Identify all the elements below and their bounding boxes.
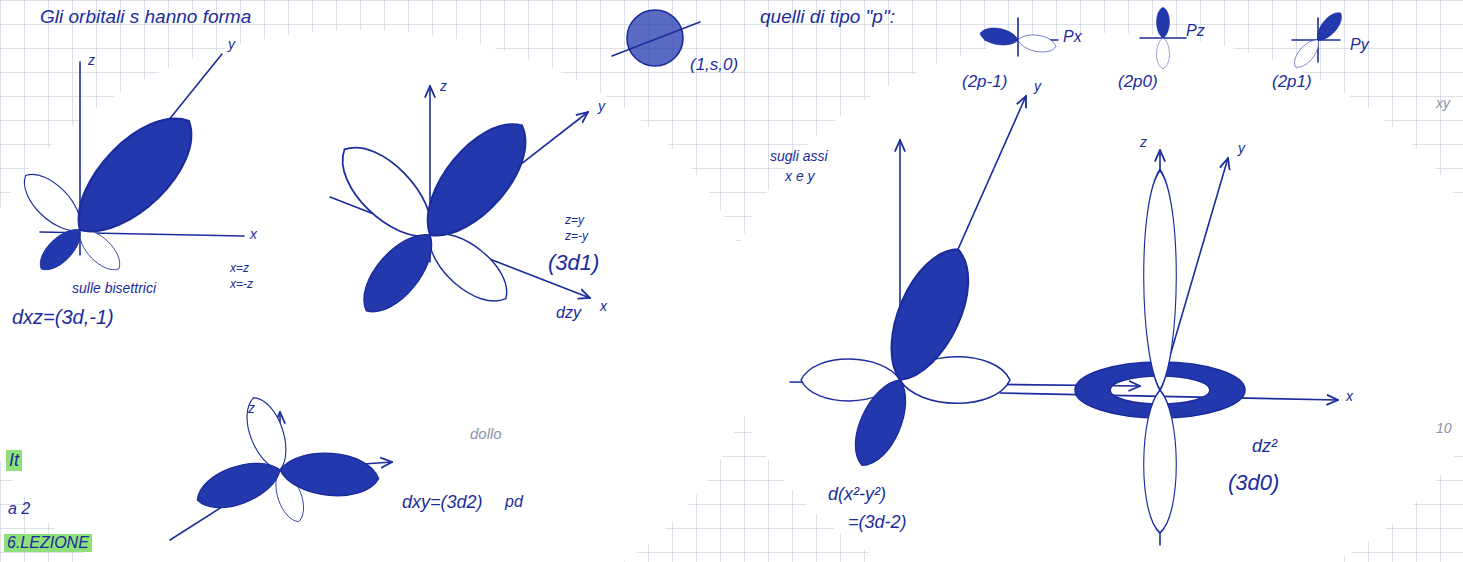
handwritten-label: a 2 xyxy=(8,500,30,518)
paper-patch xyxy=(0,30,755,562)
handwritten-label: xy xyxy=(1436,95,1450,111)
handwritten-label: z=-y xyxy=(565,230,588,244)
handwritten-label: z xyxy=(248,400,255,416)
highlighted-note: 6.LEZIONE xyxy=(4,534,92,552)
s-orbital xyxy=(612,10,700,66)
d-orbital xyxy=(790,96,1140,473)
p-orbital xyxy=(1140,7,1186,69)
d-orbital xyxy=(14,54,244,277)
handwritten-label: x xyxy=(250,226,257,242)
handwritten-label: dxz=(3d,-1) xyxy=(12,306,114,329)
handwritten-label: dxy=(3d2) xyxy=(402,492,483,513)
handwritten-label: Py xyxy=(1350,36,1369,54)
handwritten-label: d(x²-y²) xyxy=(828,484,886,505)
handwritten-label: (2p1) xyxy=(1272,72,1312,92)
handwritten-label: (2p-1) xyxy=(962,72,1007,92)
handwritten-label: sugli assi xyxy=(770,148,828,164)
d-orbital xyxy=(326,86,590,324)
handwritten-label: (3d1) xyxy=(548,250,599,275)
handwritten-label: Pz xyxy=(1186,22,1205,40)
paper-patch xyxy=(725,33,1463,562)
handwritten-label: sulle bisettrici xyxy=(72,280,156,296)
handwritten-label: (2p0) xyxy=(1118,72,1158,92)
handwritten-label: x xyxy=(600,298,607,314)
handwritten-label: x e y xyxy=(785,168,815,184)
handwritten-label: y xyxy=(1034,78,1041,94)
handwritten-label: quelli di tipo "p": xyxy=(760,6,895,28)
handwritten-label: (3d0) xyxy=(1228,470,1279,495)
p-orbital xyxy=(1290,8,1347,71)
handwritten-label: dollo xyxy=(470,425,502,442)
d-orbital xyxy=(1000,150,1338,545)
handwritten-label: x=z xyxy=(230,262,249,276)
handwritten-label: dz² xyxy=(1252,436,1277,457)
handwritten-label: z xyxy=(440,78,447,94)
handwritten-label: 10 xyxy=(1436,420,1452,436)
handwritten-label: pd xyxy=(505,493,523,511)
handwritten-label: z xyxy=(88,52,95,68)
handwritten-label: y xyxy=(228,36,235,52)
handwritten-label: x=-z xyxy=(230,278,253,292)
handwritten-label: dzy xyxy=(556,304,581,322)
handwritten-label: y xyxy=(598,98,605,114)
handwritten-label: (1,s,0) xyxy=(690,55,738,75)
d-orbital xyxy=(170,392,392,540)
handwritten-label: Gli orbitali s hanno forma xyxy=(40,6,251,28)
p-orbital xyxy=(979,18,1058,56)
handwritten-label: z=y xyxy=(565,214,584,228)
handwritten-label: x xyxy=(1346,388,1353,404)
handwritten-label: Px xyxy=(1063,28,1082,46)
handwritten-label: =(3d-2) xyxy=(848,512,907,533)
handwritten-label: y xyxy=(1238,140,1245,156)
highlighted-note: It xyxy=(6,450,22,471)
handwritten-label: z xyxy=(1140,134,1147,150)
